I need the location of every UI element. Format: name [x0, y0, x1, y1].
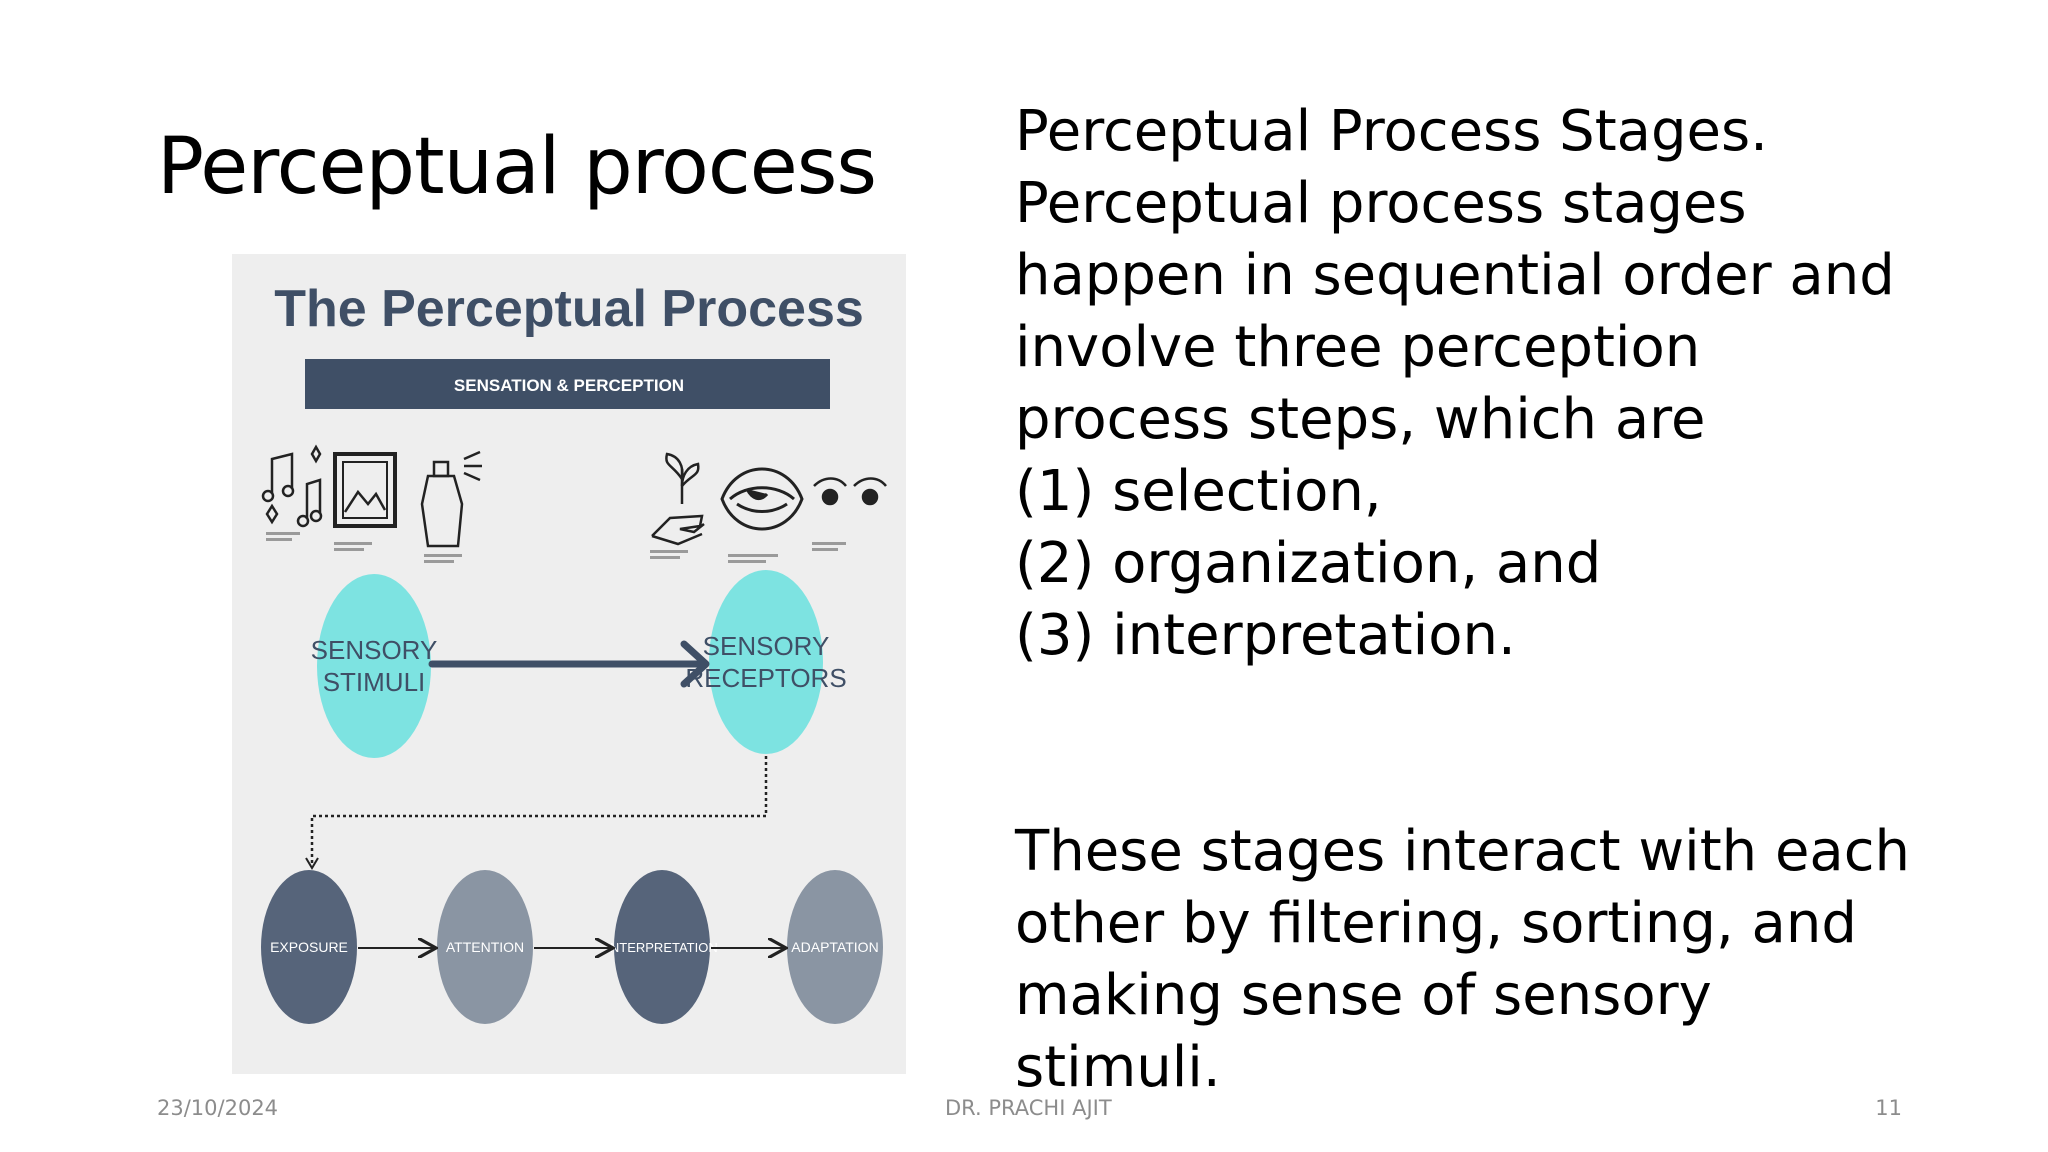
hand-plant-icon [651, 452, 705, 546]
perfume-bottle-icon [420, 450, 482, 548]
stage-interpretation-node [614, 870, 710, 1024]
stage-attention-node [437, 870, 533, 1024]
footer-author: DR. PRACHI AJIT [945, 1096, 1112, 1120]
figure-svg: The Perceptual Process SENSATION & PERCE… [261, 280, 887, 1024]
stimuli-to-receptors-arrow [428, 640, 710, 688]
body-line: involve three perception [1015, 315, 1701, 380]
body-line: (1) selection, [1015, 459, 1382, 524]
body-line: Perceptual Process Stages. [1015, 99, 1768, 164]
sensory-receptors-label-2: RECEPTORS [685, 663, 846, 693]
dotted-connector [310, 756, 768, 864]
sensory-receptors-label-1: SENSORY [703, 631, 830, 661]
stage-attention-label: ATTENTION [446, 939, 524, 955]
sensory-receptors-node [709, 570, 823, 754]
slide-body: Perceptual Process Stages. Perceptual pr… [1015, 96, 2025, 1104]
body-line: happen in sequential order and [1015, 243, 1895, 308]
body-line: (3) interpretation. [1015, 603, 1516, 668]
figure-title: The Perceptual Process [274, 280, 864, 338]
stage-adaptation-node [787, 870, 883, 1024]
stage-exposure-label: EXPOSURE [270, 939, 348, 955]
stage-exposure-node [261, 870, 357, 1024]
body-line: These stages interact with each [1015, 819, 1911, 884]
perceptual-process-figure: The Perceptual Process SENSATION & PERCE… [232, 254, 906, 1074]
music-notes-icon [261, 444, 323, 528]
body-line: making sense of sensory [1015, 963, 1712, 1028]
body-line: other by filtering, sorting, and [1015, 891, 1857, 956]
picture-frame-icon [333, 452, 397, 528]
footer-date: 23/10/2024 [157, 1096, 279, 1120]
sensory-stimuli-label-1: SENSORY [311, 635, 438, 665]
sensory-stimuli-label-2: STIMULI [323, 667, 426, 697]
footer-page-number: 11 [1875, 1096, 1902, 1120]
stage-interpretation-label: INTERPRETATION [606, 940, 717, 955]
figure-banner [305, 359, 830, 409]
eyes-icon [813, 477, 887, 506]
slide-title: Perceptual process [157, 122, 877, 212]
mouth-icon [720, 467, 804, 531]
stage-adaptation-label: ADAPTATION [791, 939, 878, 955]
body-line: stimuli. [1015, 1035, 1221, 1100]
paragraph-gap [1015, 672, 2025, 816]
figure-banner-label: SENSATION & PERCEPTION [454, 376, 684, 395]
sensory-stimuli-node [317, 574, 431, 758]
icon-captions [266, 532, 846, 563]
dotted-connector-arrowhead [305, 857, 319, 870]
body-line: (2) organization, and [1015, 531, 1602, 596]
body-line: process steps, which are [1015, 387, 1706, 452]
body-line: Perceptual process stages [1015, 171, 1747, 236]
